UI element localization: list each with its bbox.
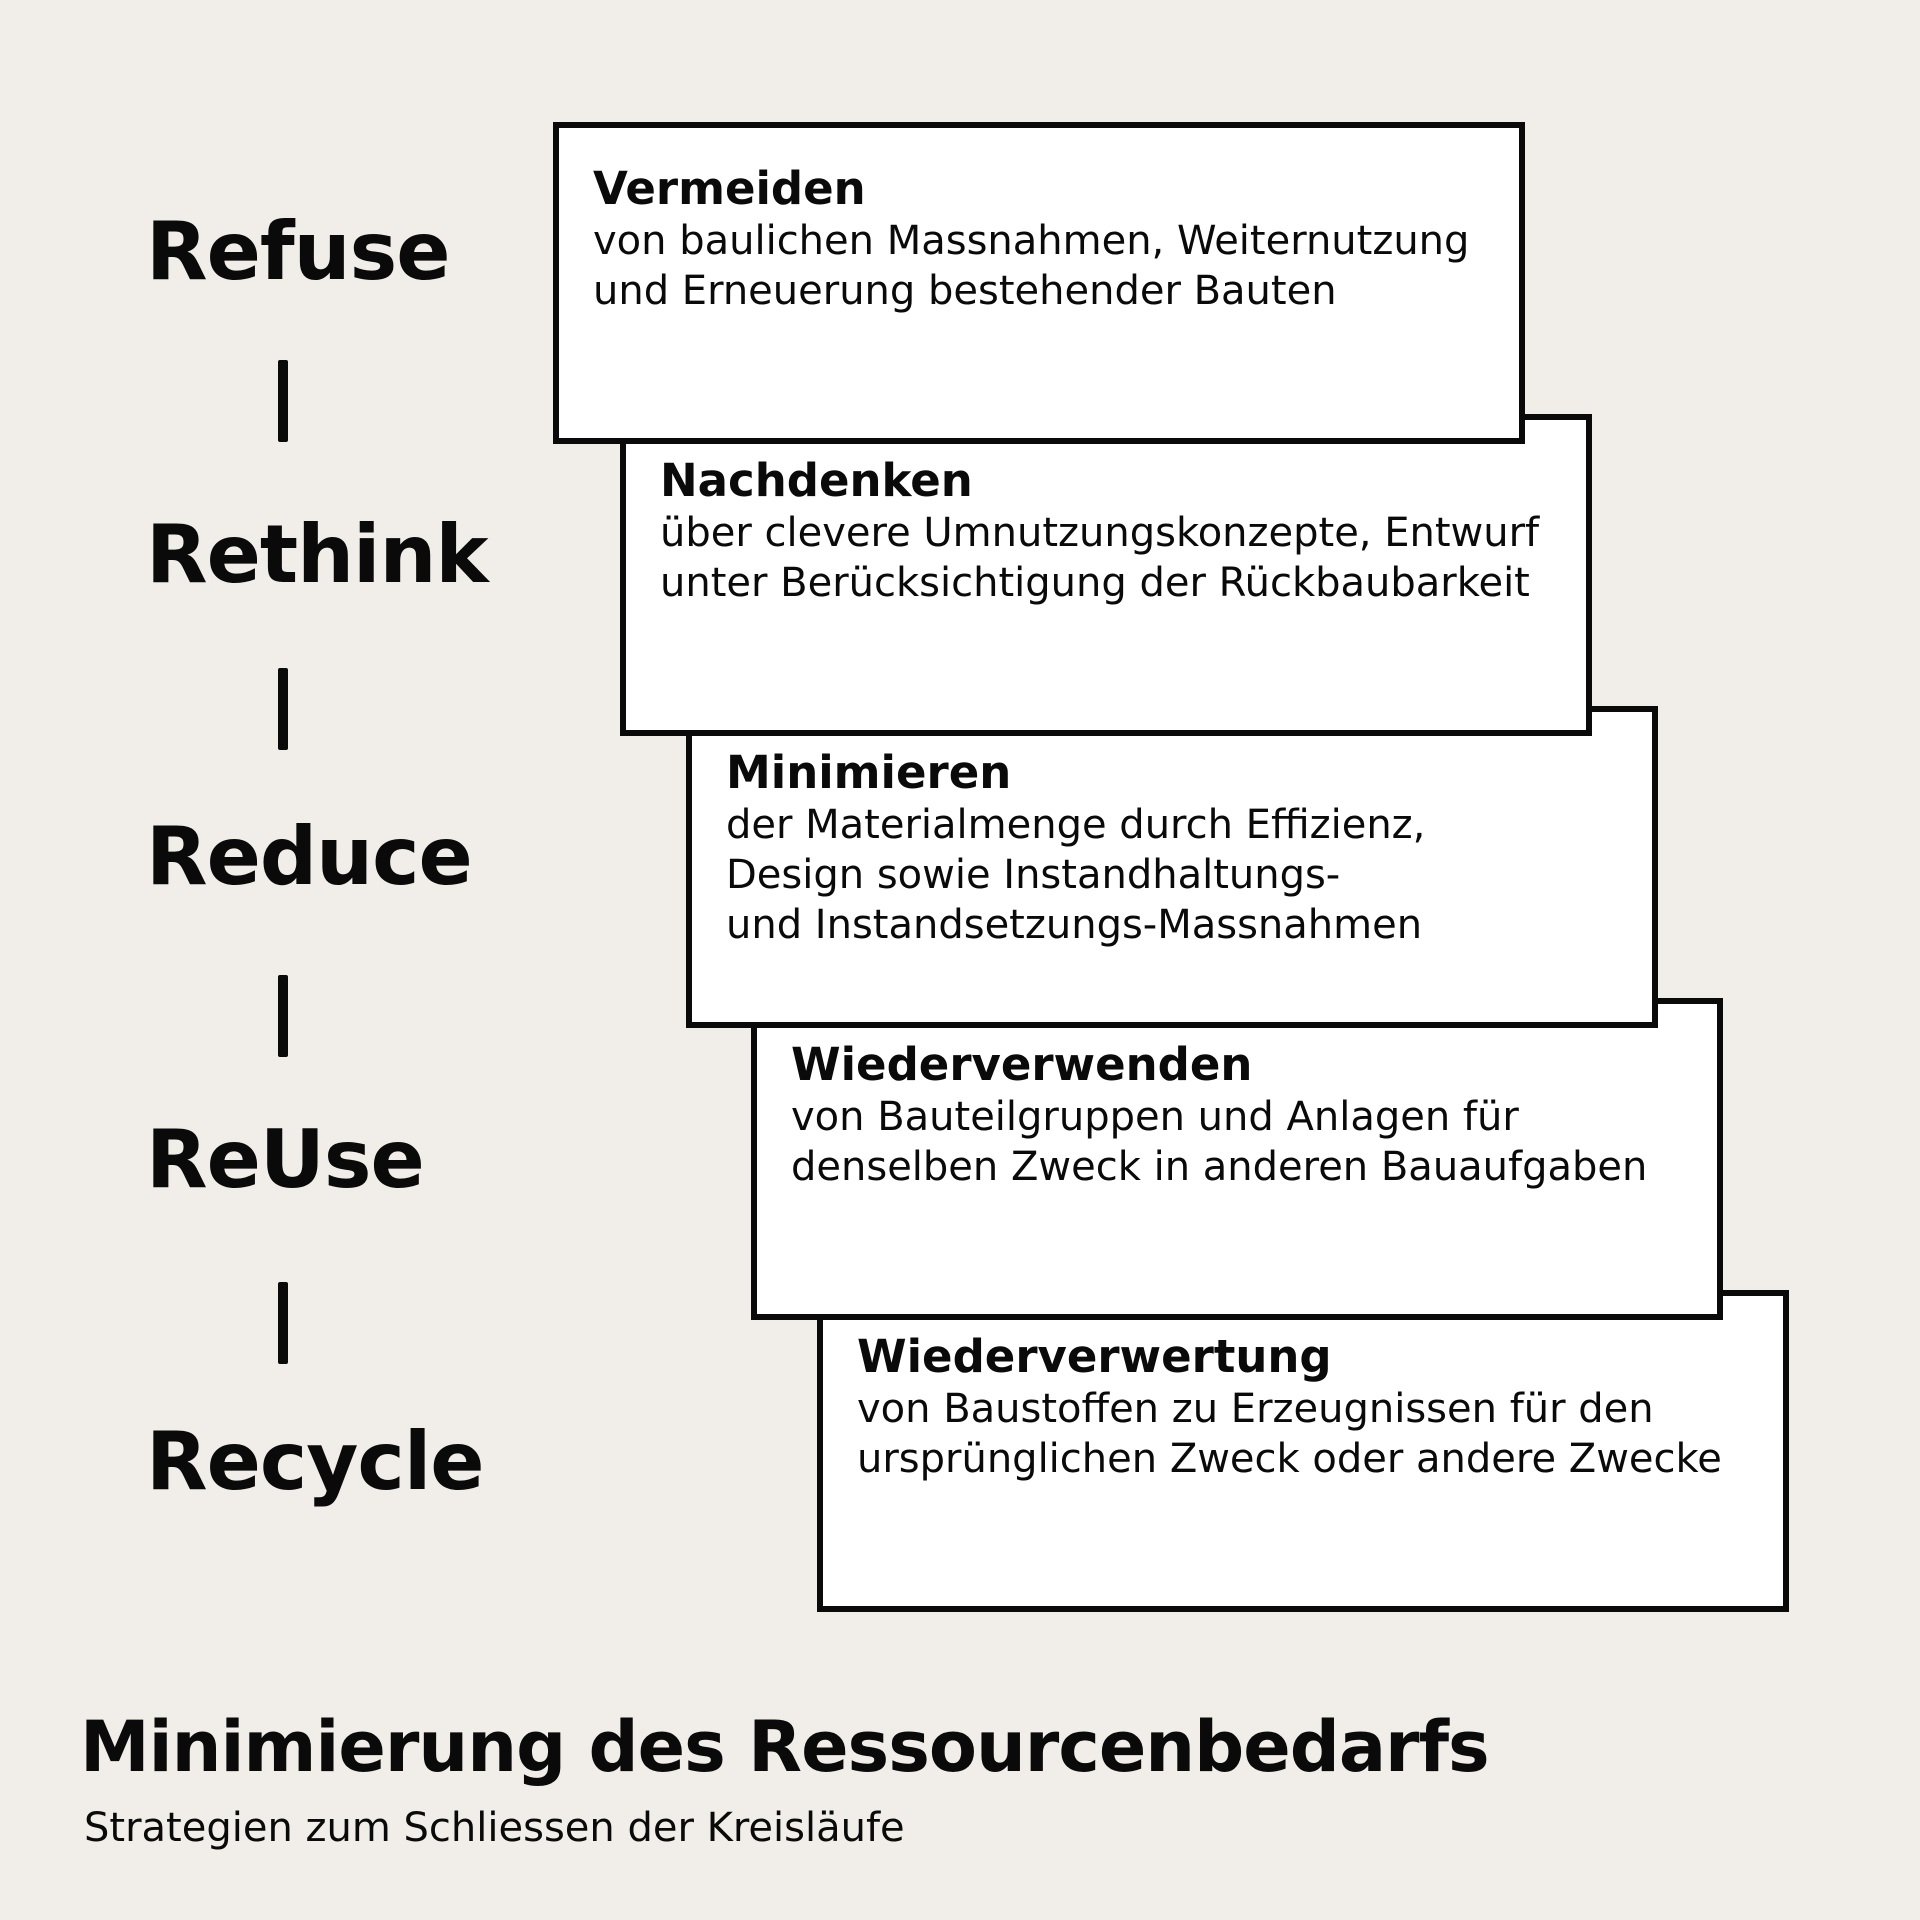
stage-box-recycle: Wiederverwertung von Baustoffen zu Erzeu… [817,1290,1789,1612]
stage-box-rethink: Nachdenken über clevere Umnutzungskonzep… [620,414,1592,736]
stage-label-recycle: Recycle [146,1415,485,1508]
stage-label-reduce: Reduce [146,810,473,903]
stage-box-description: von Baustoffen zu Erzeugnissen für den u… [857,1386,1722,1482]
page-title: Minimierung des Ressourcenbedarfs [80,1706,1490,1788]
page-subtitle: Strategien zum Schliessen der Kreisläufe [84,1805,905,1851]
connector-line [278,360,288,442]
stage-label-rethink: Rethink [146,508,489,601]
stage-box-refuse: Vermeiden von baulichen Massnahmen, Weit… [553,122,1525,444]
stage-box-description: über clevere Umnutzungskonzepte, Entwurf… [660,510,1540,606]
stage-box-title: Wiederverwenden [791,1038,1253,1091]
stage-box-title: Minimieren [726,746,1012,799]
stage-box-reduce: Minimieren der Materialmenge durch Effiz… [686,706,1658,1028]
stage-box-description: der Materialmenge durch Effizienz, Desig… [726,802,1426,948]
stage-box-title: Wiederverwertung [857,1330,1332,1383]
stage-box-reuse: Wiederverwenden von Bauteilgruppen und A… [751,998,1723,1320]
connector-line [278,1282,288,1364]
stage-box-title: Vermeiden [593,162,866,215]
connector-line [278,668,288,750]
stage-box-description: von Bauteilgruppen und Anlagen für dense… [791,1094,1648,1190]
stage-label-refuse: Refuse [146,205,450,298]
stage-label-reuse: ReUse [146,1113,425,1206]
stage-box-description: von baulichen Massnahmen, Weiternutzung … [593,218,1470,314]
connector-line [278,975,288,1057]
stage-box-title: Nachdenken [660,454,973,507]
